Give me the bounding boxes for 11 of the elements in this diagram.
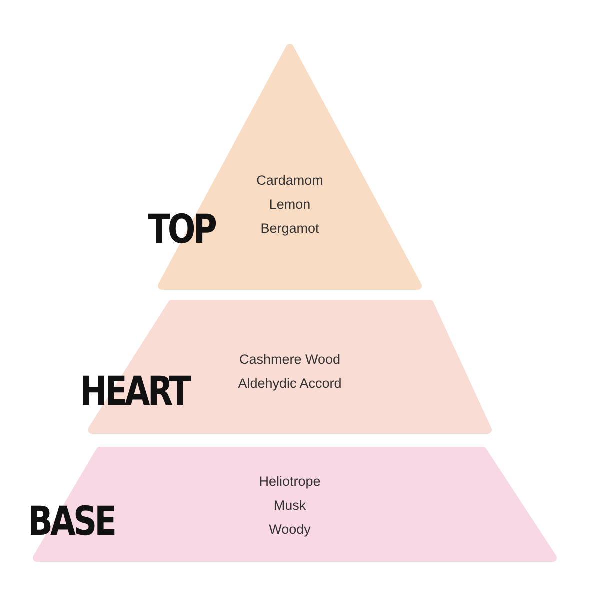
tier-heading: BASE [28,502,115,542]
note-text: Aldehydic Accord [238,376,342,392]
tier-heading: TOP [148,210,215,250]
note-text: Heliotrope [259,474,321,490]
tier-heading: HEART [80,372,190,412]
note-text: Musk [274,498,306,514]
note-text: Woody [269,522,311,538]
note-text: Lemon [269,197,311,214]
note-text: Cardamom [256,173,324,190]
note-text: Cashmere Wood [239,352,341,368]
note-text: Bergamot [260,221,320,238]
